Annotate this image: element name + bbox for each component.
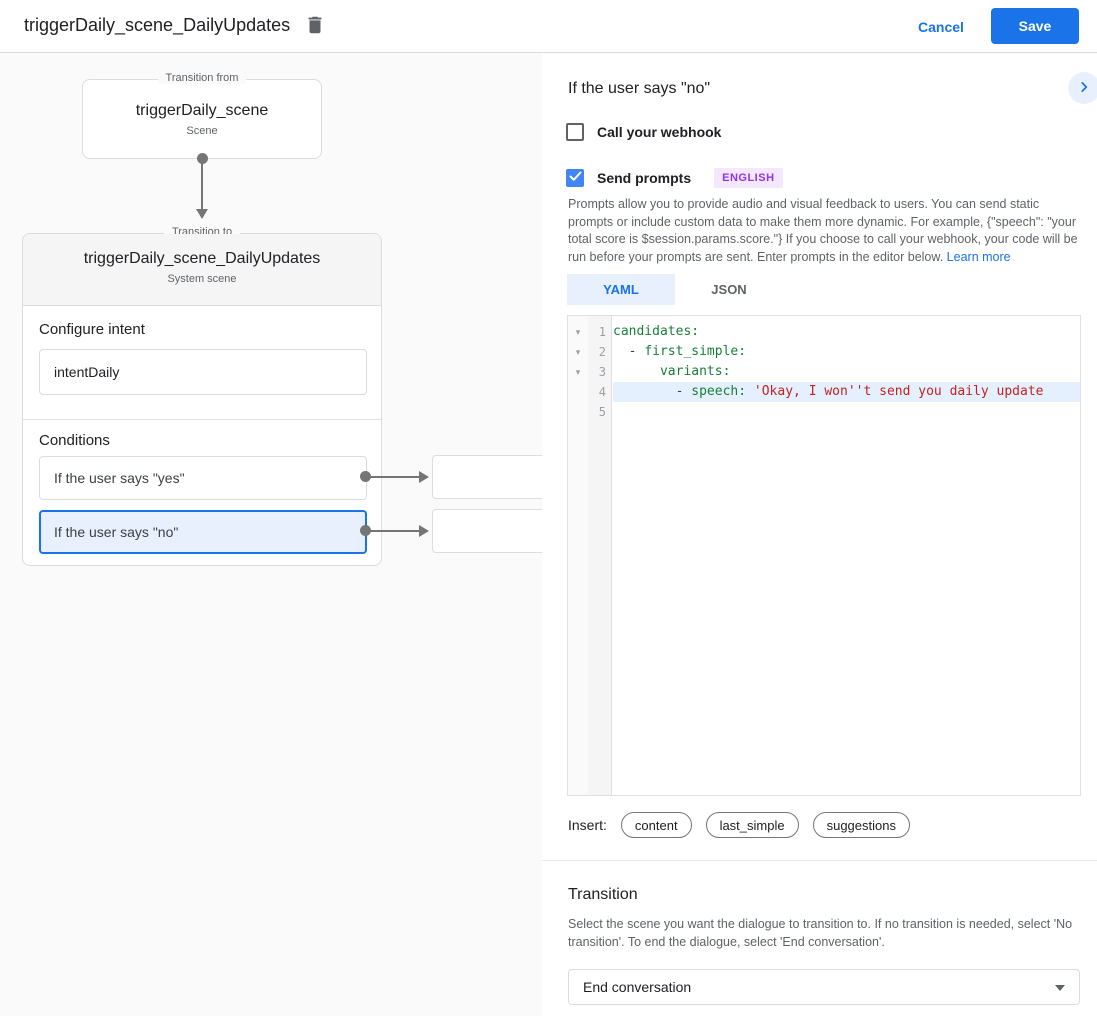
- editor-tabs: YAML JSON: [567, 274, 783, 305]
- send-prompts-label: Send prompts: [597, 170, 692, 186]
- connector-line: [201, 161, 203, 211]
- insert-chip-last-simple[interactable]: last_simple: [705, 812, 799, 838]
- panel-divider: [542, 860, 1097, 861]
- from-scene-type: Scene: [186, 125, 218, 137]
- to-scene-name: triggerDaily_scene_DailyUpdates: [83, 250, 321, 267]
- insert-row: Insert: content last_simple suggestions: [568, 812, 910, 838]
- send-prompts-checkbox[interactable]: [566, 169, 584, 187]
- transition-section-title: Transition: [568, 886, 638, 903]
- transition-from-legend: Transition from: [83, 72, 321, 84]
- transition-description: Select the scene you want the dialogue t…: [568, 917, 1073, 949]
- fold-arrow-icon[interactable]: ▾: [575, 327, 581, 337]
- prompt-code-editor[interactable]: ▾ ▾ ▾ 1 2 3 4 5 candidates: - first_simple: va…: [567, 315, 1081, 796]
- section-divider: [23, 419, 381, 420]
- flow-node-transition-from[interactable]: Transition from triggerDaily_scene Scene: [82, 72, 322, 159]
- from-scene-name: triggerDaily_scene: [135, 102, 269, 119]
- transition-select[interactable]: End conversation: [568, 969, 1080, 1005]
- fold-arrow-icon[interactable]: ▾: [575, 347, 581, 357]
- intent-field[interactable]: intentDaily: [39, 349, 367, 395]
- save-button[interactable]: Save: [991, 8, 1079, 44]
- webhook-checkbox-label: Call your webhook: [597, 124, 722, 140]
- arrowhead-right-icon: [419, 525, 429, 537]
- condition-detail-panel: If the user says "no" Call your webhook …: [542, 53, 1097, 1016]
- tab-yaml[interactable]: YAML: [567, 274, 675, 305]
- connector-dot: [197, 153, 208, 164]
- tab-json[interactable]: JSON: [711, 282, 747, 297]
- transition-select-value: End conversation: [583, 979, 692, 995]
- cancel-button[interactable]: Cancel: [908, 13, 974, 41]
- language-badge: ENGLISH: [714, 168, 783, 188]
- fold-arrow-icon[interactable]: ▾: [575, 367, 581, 377]
- connector-line: [368, 476, 420, 478]
- delete-button[interactable]: [301, 12, 329, 40]
- configure-intent-label: Configure intent: [39, 321, 145, 338]
- code-line[interactable]: [613, 402, 1080, 422]
- connector-dot: [360, 471, 371, 482]
- code-line[interactable]: - first_simple:: [628, 344, 747, 359]
- fold-spacer: [568, 402, 588, 422]
- arrowhead-right-icon: [419, 471, 429, 483]
- insert-label: Insert:: [568, 817, 607, 833]
- condition-row-no[interactable]: If the user says "no": [39, 510, 367, 554]
- connector-dot: [360, 525, 371, 536]
- flow-canvas: Transition from triggerDaily_scene Scene…: [0, 53, 542, 1016]
- line-number: 2: [598, 345, 606, 359]
- learn-more-link[interactable]: Learn more: [946, 249, 1011, 264]
- code-line[interactable]: - speech: 'Okay, I won''t send you daily…: [613, 382, 1080, 402]
- code-line[interactable]: candidates:: [613, 324, 700, 339]
- flow-node-target-yes[interactable]: [432, 455, 542, 499]
- page-title: triggerDaily_scene_DailyUpdates: [24, 15, 291, 35]
- flow-node-transition-to[interactable]: Transition to triggerDaily_scene_DailyUp…: [22, 226, 382, 566]
- connector-line: [368, 530, 420, 532]
- webhook-checkbox[interactable]: [566, 123, 584, 141]
- line-number: 1: [598, 325, 606, 339]
- editor-fold-gutter[interactable]: ▾ ▾ ▾: [568, 316, 588, 795]
- collapse-panel-button[interactable]: [1068, 72, 1097, 104]
- chevron-right-icon: [1077, 80, 1091, 97]
- editor-code-area[interactable]: candidates: - first_simple: variants: - …: [613, 316, 1080, 795]
- prompts-description: Prompts allow you to provide audio and v…: [568, 196, 1082, 266]
- prompts-description-text: Prompts allow you to provide audio and v…: [568, 197, 1078, 264]
- checkmark-icon: [569, 169, 582, 187]
- editor-line-numbers: 1 2 3 4 5: [588, 316, 612, 795]
- code-line[interactable]: variants:: [659, 364, 731, 379]
- conditions-label: Conditions: [39, 432, 110, 449]
- arrowhead-down-icon: [196, 209, 208, 219]
- caret-down-icon: [1055, 985, 1065, 991]
- line-number: 3: [598, 365, 606, 379]
- insert-chip-suggestions[interactable]: suggestions: [812, 812, 910, 838]
- flow-node-target-no[interactable]: [432, 509, 542, 553]
- top-bar: triggerDaily_scene_DailyUpdates Cancel S…: [0, 0, 1097, 53]
- insert-chip-content[interactable]: content: [620, 812, 692, 838]
- fold-spacer: [568, 382, 588, 402]
- panel-title: If the user says "no": [568, 80, 711, 97]
- line-number: 4: [598, 385, 606, 399]
- to-scene-type: System scene: [167, 273, 237, 285]
- trash-icon: [304, 16, 326, 39]
- to-scene-header: triggerDaily_scene_DailyUpdates System s…: [23, 234, 381, 306]
- condition-row-yes[interactable]: If the user says "yes": [39, 456, 367, 500]
- line-number: 5: [598, 405, 606, 419]
